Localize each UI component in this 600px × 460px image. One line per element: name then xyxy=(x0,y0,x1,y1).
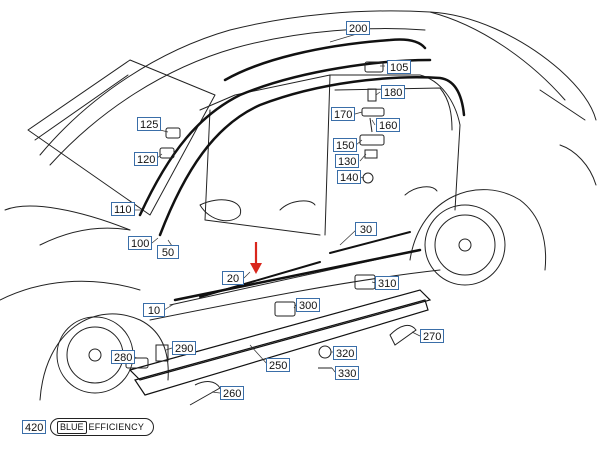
badge-box-text: BLUE xyxy=(57,421,87,434)
callout-125: 125 xyxy=(137,117,162,131)
callout-160: 160 xyxy=(376,118,401,132)
callout-130: 130 xyxy=(335,154,360,168)
leader-lines xyxy=(133,32,421,394)
badge-text: EFFICIENCY xyxy=(88,422,145,432)
callout-180: 180 xyxy=(381,85,406,99)
callout-260: 260 xyxy=(220,386,245,400)
red-arrow xyxy=(250,242,262,274)
callout-310: 310 xyxy=(375,276,400,290)
rocker-panel xyxy=(128,231,432,396)
car-body-outline xyxy=(0,10,597,401)
callout-420: 420 xyxy=(22,420,47,434)
callout-105: 105 xyxy=(387,60,412,74)
callout-290: 290 xyxy=(172,341,197,355)
callout-300: 300 xyxy=(296,298,321,312)
callout-200: 200 xyxy=(346,21,371,35)
callout-250: 250 xyxy=(266,358,291,372)
callout-20: 20 xyxy=(222,271,244,285)
callout-100: 100 xyxy=(128,236,153,250)
callout-50: 50 xyxy=(157,245,179,259)
callout-280: 280 xyxy=(111,350,136,364)
callout-10: 10 xyxy=(143,303,165,317)
callout-330: 330 xyxy=(335,366,360,380)
callout-320: 320 xyxy=(333,346,358,360)
callout-30: 30 xyxy=(355,222,377,236)
callout-170: 170 xyxy=(331,107,356,121)
callout-270: 270 xyxy=(420,329,445,343)
callout-150: 150 xyxy=(333,138,358,152)
small-parts xyxy=(125,61,417,406)
callout-110: 110 xyxy=(111,202,135,216)
rear-wheel xyxy=(424,204,506,286)
callout-140: 140 xyxy=(337,170,362,184)
callout-120: 120 xyxy=(134,152,159,166)
window-trim-strips xyxy=(138,38,466,237)
